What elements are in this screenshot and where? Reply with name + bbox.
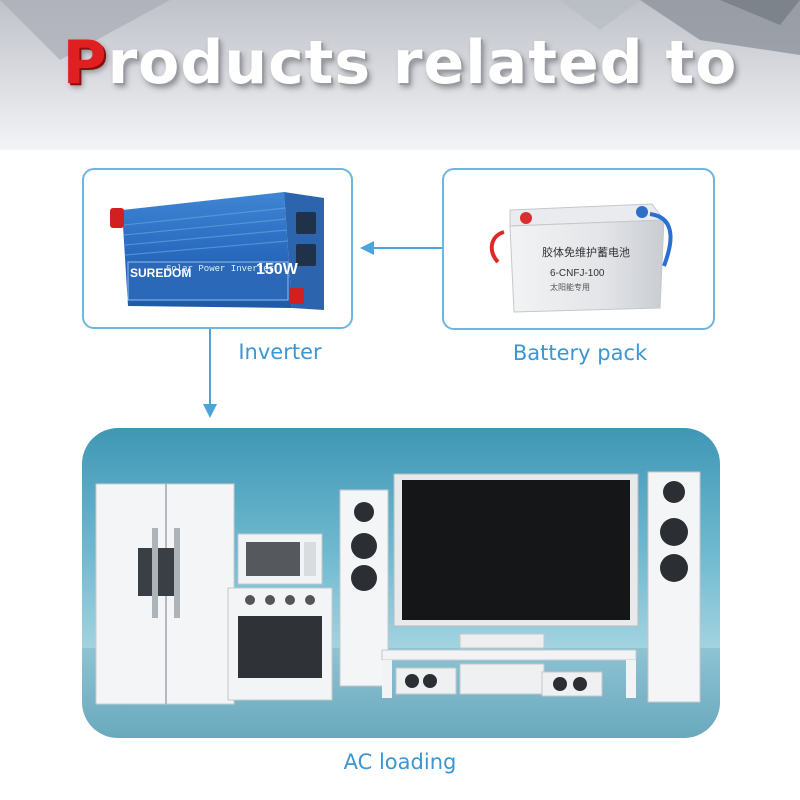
arrow-head-left-icon [360, 241, 374, 255]
tv-icon [393, 473, 639, 627]
arrow-head-down-icon [203, 404, 217, 418]
battery-cn-text: 胶体免维护蓄电池 [542, 246, 630, 259]
tv-stand-icon [381, 633, 637, 698]
battery-image [489, 203, 673, 313]
battery-model: 6-CNFJ-100 [550, 268, 605, 279]
battery-box: 胶体免维护蓄电池 6-CNFJ-100 太阳能专用 [442, 168, 715, 330]
inverter-power: 150W [256, 261, 298, 278]
inverter-box: SUREDOM Solar Power Inverter 150W [82, 168, 353, 329]
ac-loading-label: AC loading [343, 750, 457, 774]
inverter-brand: SUREDOM [130, 266, 192, 280]
battery-label: Battery pack [512, 341, 648, 365]
title-rest: roducts related to [107, 28, 738, 98]
inverter-name: Solar Power Inverter [166, 264, 275, 274]
left-speaker-icon [339, 489, 389, 687]
title-first-letter: P [62, 28, 108, 98]
inverter-image [110, 192, 324, 310]
arrow-inverter-to-ac [209, 329, 211, 409]
battery-note: 太阳能专用 [550, 283, 590, 292]
oven-icon [227, 587, 333, 701]
inverter-label: Inverter [238, 340, 322, 364]
fridge-icon [95, 483, 235, 705]
right-speaker-icon [647, 471, 701, 703]
ac-loading-scene [82, 428, 720, 738]
header-banner: Products related to [0, 0, 800, 150]
microwave-icon [237, 533, 323, 585]
background-facets [0, 0, 800, 60]
arrow-battery-to-inverter [372, 247, 442, 249]
appliances-illustration [95, 471, 701, 705]
page-title: Products related to [0, 28, 800, 98]
